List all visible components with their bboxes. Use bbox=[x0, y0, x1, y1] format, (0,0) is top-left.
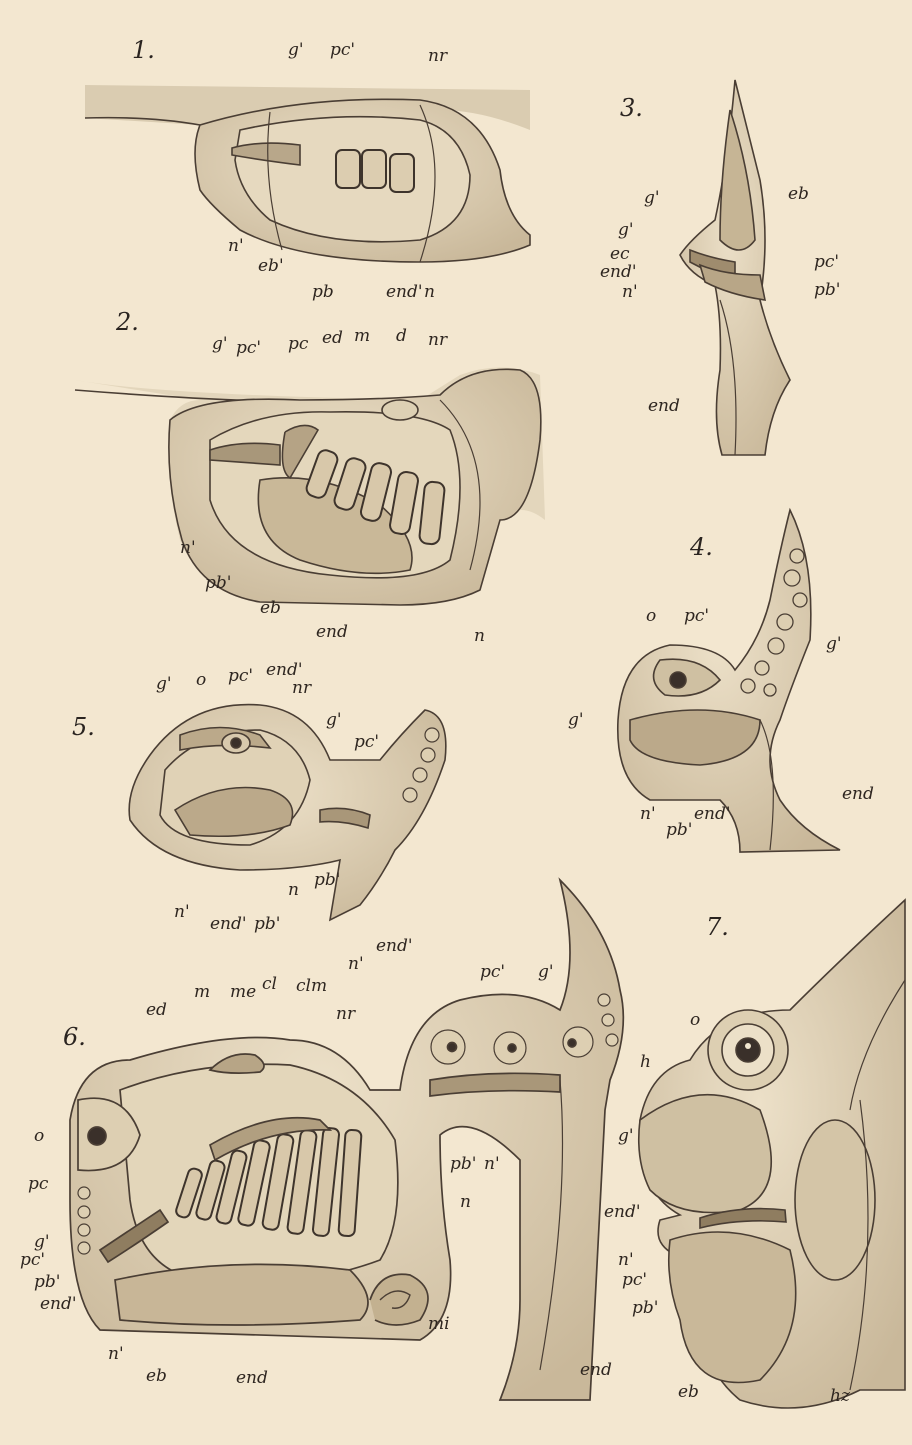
fig7-label: h bbox=[640, 1054, 651, 1071]
figure-number-7: 7. bbox=[706, 915, 729, 939]
figure-number-3: 3. bbox=[620, 96, 643, 120]
fig7-label: n' bbox=[618, 1252, 634, 1269]
fig2-label: d bbox=[396, 328, 407, 345]
fig4-label: end' bbox=[694, 806, 731, 823]
figure-number-6: 6. bbox=[63, 1025, 86, 1049]
fig7-label: hz bbox=[830, 1388, 850, 1405]
fig7-label: o bbox=[690, 1012, 700, 1029]
fig4-label: pc' bbox=[684, 608, 709, 625]
fig1-label: end' bbox=[386, 284, 423, 301]
fig3-label: pc' bbox=[814, 254, 839, 271]
fig4-label: end bbox=[842, 786, 874, 803]
figure-number-2: 2. bbox=[116, 310, 139, 334]
fig5-label: n' bbox=[348, 956, 364, 973]
figure-1-drawing bbox=[85, 85, 530, 262]
fig5-label: o bbox=[196, 672, 206, 689]
fig1-label: n bbox=[424, 284, 435, 301]
fig6-label: n bbox=[460, 1194, 471, 1211]
fig3-label: g' bbox=[644, 190, 660, 207]
fig2-label: m bbox=[354, 328, 370, 345]
fig6-label: cl bbox=[262, 976, 277, 993]
fig2-label: g' bbox=[212, 336, 228, 353]
fig1-label: eb' bbox=[258, 258, 284, 275]
figure-number-1: 1. bbox=[132, 38, 155, 62]
fig6-label: pc' bbox=[480, 964, 505, 981]
fig5-label: g' bbox=[156, 676, 172, 693]
fig7-label: eb bbox=[678, 1384, 699, 1401]
fig1-label: n' bbox=[228, 238, 244, 255]
figure-7-drawing bbox=[639, 900, 905, 1408]
fig6-label: ed bbox=[146, 1002, 167, 1019]
fig3-label: g' bbox=[618, 222, 634, 239]
fig3-label: pb' bbox=[814, 282, 840, 299]
fig2-label: end bbox=[316, 624, 348, 641]
figure-number-4: 4. bbox=[690, 535, 713, 559]
fig6-label: n' bbox=[484, 1156, 500, 1173]
fig5-label: nr bbox=[292, 680, 311, 697]
fig6-label: nr bbox=[336, 1006, 355, 1023]
fig7-label: pb' bbox=[632, 1300, 658, 1317]
fig4-label: g' bbox=[568, 712, 584, 729]
fig6-label: n' bbox=[108, 1346, 124, 1363]
fig6-label: eb bbox=[146, 1368, 167, 1385]
fig6-label: end' bbox=[604, 1204, 641, 1221]
fig1-label: pb bbox=[312, 284, 334, 301]
fig3-label: ec bbox=[610, 246, 630, 263]
figure-4-drawing bbox=[618, 510, 840, 852]
fig4-label: pb' bbox=[666, 822, 692, 839]
fig5-label: pb' bbox=[254, 916, 280, 933]
fig6-label: clm bbox=[296, 978, 327, 995]
fig6-label: end bbox=[236, 1370, 268, 1387]
fig5-label: pc' bbox=[228, 668, 253, 685]
fig3-label: n' bbox=[622, 284, 638, 301]
fig2-label: ed bbox=[322, 330, 343, 347]
fig6-label: g' bbox=[34, 1234, 50, 1251]
figure-6-drawing bbox=[70, 880, 623, 1400]
fig6-label: pc bbox=[28, 1176, 48, 1193]
fig2-label: n bbox=[474, 628, 485, 645]
fig3-label: end bbox=[648, 398, 680, 415]
fig5-label: pc' bbox=[354, 734, 379, 751]
fig3-label: eb bbox=[788, 186, 809, 203]
fig1-label: pc' bbox=[330, 42, 355, 59]
fig3-label: end' bbox=[600, 264, 637, 281]
fig6-label: pc' bbox=[20, 1252, 45, 1269]
fig6-label: end bbox=[580, 1362, 612, 1379]
fig2-label: pb' bbox=[205, 575, 231, 592]
fig6-label: o bbox=[34, 1128, 44, 1145]
fig5-label: g' bbox=[326, 712, 342, 729]
fig2-label: nr bbox=[428, 332, 447, 349]
fig1-label: g' bbox=[288, 42, 304, 59]
fig2-label: eb bbox=[260, 600, 281, 617]
fig5-label: end' bbox=[266, 662, 303, 679]
fig6-label: end' bbox=[40, 1296, 77, 1313]
fig6-label: g' bbox=[538, 964, 554, 981]
fig6-label: me bbox=[230, 984, 256, 1001]
fig6-label: pb' bbox=[34, 1274, 60, 1291]
fig2-label: pc bbox=[288, 336, 308, 353]
fig7-label: g' bbox=[618, 1128, 634, 1145]
fig4-label: g' bbox=[826, 636, 842, 653]
fig5-label: n' bbox=[174, 904, 190, 921]
fig5-label: end' bbox=[210, 916, 247, 933]
fig4-label: n' bbox=[640, 806, 656, 823]
fig2-label: pc' bbox=[236, 340, 261, 357]
fig5-label: n bbox=[288, 882, 299, 899]
fig4-label: o bbox=[646, 608, 656, 625]
fig5-label: pb' bbox=[314, 872, 340, 889]
figure-number-5: 5. bbox=[72, 715, 95, 739]
fig2-label: n' bbox=[180, 540, 196, 557]
figure-2-drawing bbox=[75, 368, 545, 606]
fig5-label: end' bbox=[376, 938, 413, 955]
fig1-label: nr bbox=[428, 48, 447, 65]
fig6-label: mi bbox=[428, 1316, 450, 1333]
fig6-label: m bbox=[194, 984, 210, 1001]
figure-3-drawing bbox=[680, 80, 790, 455]
fig7-label: pc' bbox=[622, 1272, 647, 1289]
fig6-label: pb' bbox=[450, 1156, 476, 1173]
